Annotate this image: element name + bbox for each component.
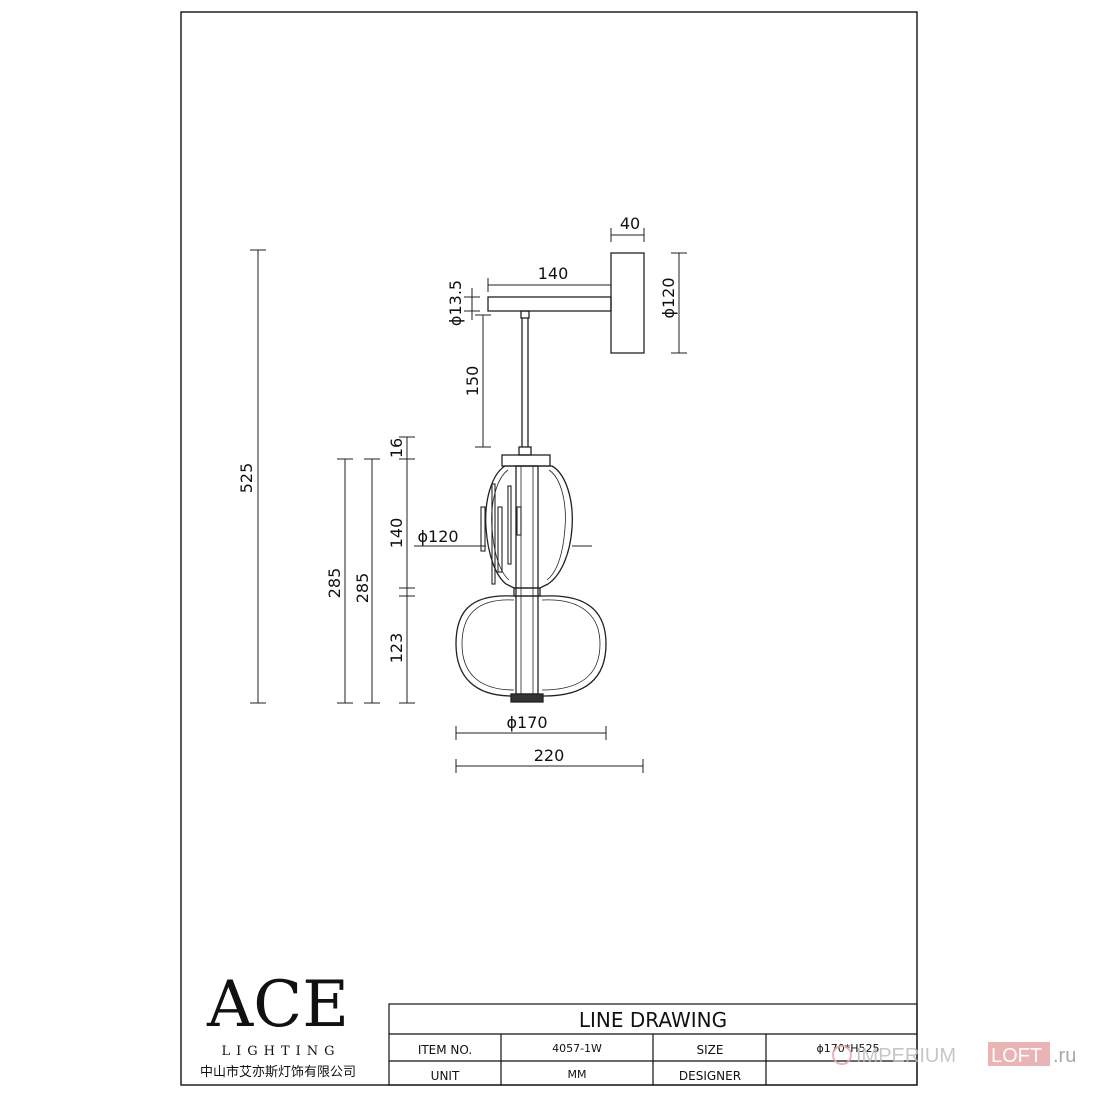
- watermark-loft-box: [988, 1042, 1050, 1066]
- dimension-lines: [250, 228, 687, 773]
- dim-top-16: 16: [387, 438, 406, 458]
- sheet-border: [180, 11, 918, 1086]
- arm: [487, 296, 612, 312]
- unit-value: MM: [568, 1068, 587, 1081]
- glass-slits: [480, 483, 522, 585]
- neck: [513, 587, 541, 597]
- dim-upper-dia: ϕ120: [417, 527, 458, 546]
- ace-logo: ACE LIGHTING 中山市艾亦斯灯饰有限公司: [200, 968, 356, 1080]
- dim-outer-285-a: 285: [325, 568, 344, 599]
- unit-label: UNIT: [431, 1069, 460, 1083]
- upper-glass-inner: [491, 469, 566, 581]
- logo-brand: ACE: [206, 968, 349, 1042]
- center-rod: [515, 465, 539, 695]
- lamp-drawing: [455, 252, 645, 703]
- watermark-loft: LOFT: [991, 1045, 1042, 1067]
- bottom-cap: [510, 693, 544, 703]
- lower-glass-inner: [461, 599, 601, 691]
- stem-cap: [520, 310, 530, 319]
- lower-glass: [455, 595, 607, 697]
- dim-plate-40: 40: [620, 214, 640, 233]
- drawing-title: LINE DRAWING: [579, 1008, 727, 1032]
- upper-glass: [485, 465, 573, 589]
- dim-tube-dia: ϕ13.5: [446, 280, 465, 326]
- logo-tagline: LIGHTING: [221, 1044, 340, 1059]
- watermark-ru: .ru: [1053, 1045, 1076, 1067]
- designer-label: DESIGNER: [679, 1069, 741, 1083]
- dim-outer-285-b: 285: [353, 573, 372, 604]
- dim-stem-150: 150: [463, 366, 482, 397]
- dimension-labels: 525 285 285 16 140 123 150 ϕ13.5 140 40 …: [237, 214, 678, 765]
- dim-lower-dia: ϕ170: [506, 713, 547, 732]
- top-holder: [501, 454, 551, 467]
- item-no-label: ITEM NO.: [418, 1043, 472, 1057]
- size-label: SIZE: [697, 1043, 724, 1057]
- watermark-imperium: IMPERIUM: [856, 1045, 956, 1067]
- stem-collar: [518, 446, 532, 456]
- dim-overall-220: 220: [534, 746, 565, 765]
- item-no-value: 4057-1W: [552, 1042, 602, 1055]
- title-block: [388, 1003, 918, 1086]
- dim-total-height: 525: [237, 463, 256, 494]
- dim-arm-140: 140: [538, 264, 569, 283]
- logo-company-cn: 中山市艾亦斯灯饰有限公司: [200, 1064, 356, 1080]
- wall-plate: [610, 252, 645, 354]
- watermark-logo-icon: [832, 1045, 852, 1065]
- dim-upper-140: 140: [387, 518, 406, 549]
- watermark: IMPERIUM LOFT .ru: [832, 1042, 1076, 1067]
- title-block-text: LINE DRAWING ITEM NO. 4057-1W SIZE ϕ170*…: [418, 1008, 880, 1083]
- dim-lower-123: 123: [387, 633, 406, 664]
- dim-plate-dia: ϕ120: [659, 277, 678, 318]
